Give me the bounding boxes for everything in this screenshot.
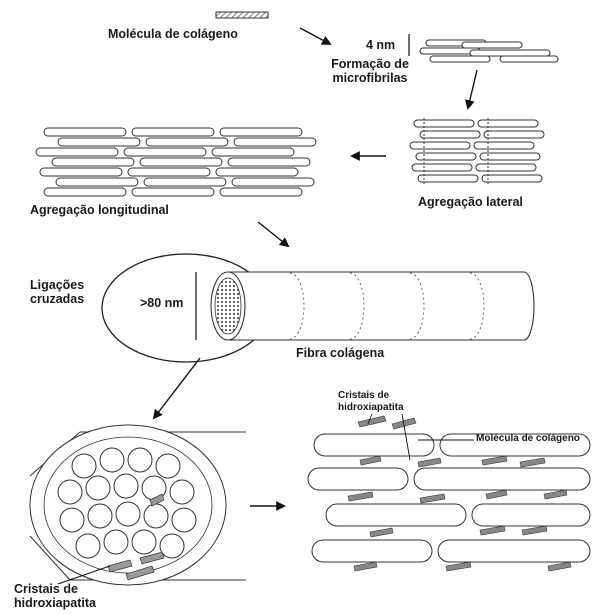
label-longitudinal-aggregation: Agregação longitudinal [30, 203, 169, 217]
label-hydroxyapatite-a: Cristais de hidroxiapatita [14, 582, 96, 611]
label-microfibril-formation: Formação de microfibrilas [318, 57, 422, 86]
label-hydroxyapatite-b-line1: Cristais de [338, 390, 404, 402]
label-crosslinks: Ligações cruzadas [30, 278, 84, 307]
arrow-microfibril-to-lateral [468, 70, 477, 108]
label-microfibril-line2: microfibrilas [318, 71, 422, 85]
lateral-aggregation-icon [410, 118, 544, 184]
label-lateral-aggregation: Agregação lateral [418, 195, 523, 209]
label-hydroxyapatite-b: Cristais de hidroxiapatita [338, 390, 404, 413]
fiber-cross-section-icon [22, 425, 246, 585]
longitudinal-aggregation-icon [36, 128, 316, 196]
label-hydroxyapatite-a-line2: hidroxiapatita [14, 596, 96, 610]
label-hydroxyapatite-a-line1: Cristais de [14, 582, 96, 596]
label-hydroxyapatite-b-line2: hidroxiapatita [338, 402, 404, 414]
collagen-molecule-icon [216, 12, 268, 18]
label-4nm: 4 nm [366, 38, 395, 52]
arrow-molecule-to-microfibril [300, 28, 330, 44]
microfibril-icon [420, 40, 558, 62]
process-arrows [154, 28, 477, 506]
label-collagen-molecule-b: Molécula de colágeno [476, 433, 580, 445]
label-80nm: >80 nm [140, 296, 183, 310]
label-crosslinks-line1: Ligações [30, 278, 84, 292]
label-microfibril-line1: Formação de [318, 57, 422, 71]
label-collagen-fiber: Fibra colágena [296, 346, 384, 360]
label-collagen-molecule: Molécula de colágeno [108, 27, 238, 41]
arrow-longitudinal-to-fiber [258, 222, 288, 246]
arrow-fiber-to-cross-section [154, 358, 200, 418]
label-crosslinks-line2: cruzadas [30, 292, 84, 306]
